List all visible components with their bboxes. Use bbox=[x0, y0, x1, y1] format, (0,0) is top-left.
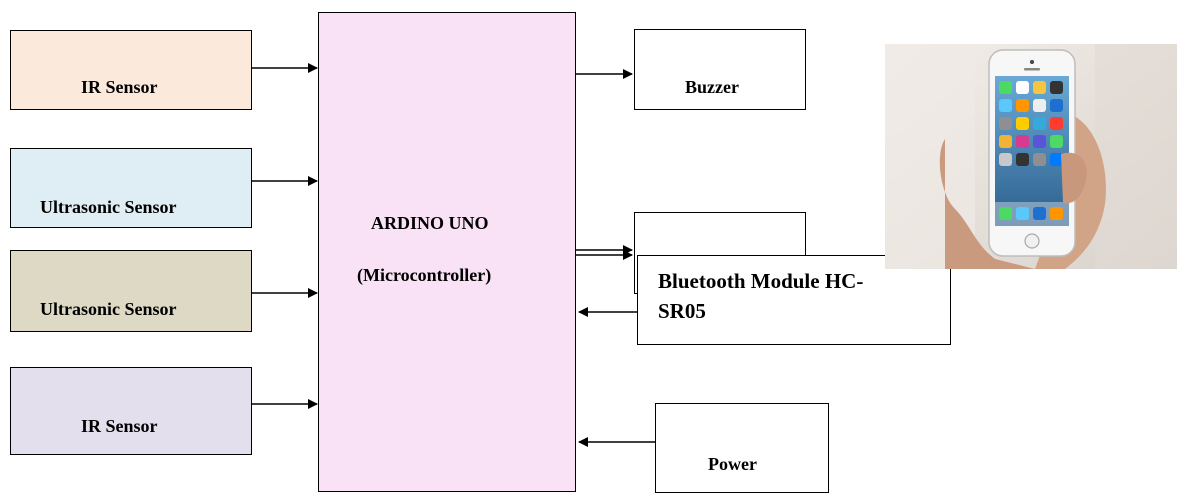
buzzer-label: Buzzer bbox=[685, 77, 739, 97]
ultrasonic-sensor-box-2: Ultrasonic Sensor bbox=[10, 250, 252, 332]
bluetooth-label-line1: Bluetooth Module HC- bbox=[658, 269, 864, 293]
connection-arrows bbox=[252, 63, 655, 447]
microcontroller-subtitle: (Microcontroller) bbox=[357, 265, 492, 285]
buzzer-box: Buzzer bbox=[634, 29, 806, 110]
ir-sensor-box-1: IR Sensor bbox=[10, 30, 252, 110]
ir-sensor-box-2: IR Sensor bbox=[10, 367, 252, 455]
bluetooth-module-box: Bluetooth Module HC- SR05 bbox=[637, 255, 951, 345]
microcontroller-box: ARDINO UNO (Microcontroller) bbox=[318, 12, 576, 492]
smartphone-image bbox=[885, 44, 1177, 269]
ir-sensor-label-1: IR Sensor bbox=[81, 77, 158, 97]
power-label: Power bbox=[708, 454, 757, 474]
microcontroller-title: ARDINO UNO bbox=[371, 213, 489, 233]
ultrasonic-sensor-label-2: Ultrasonic Sensor bbox=[40, 299, 177, 319]
ultrasonic-sensor-label-1: Ultrasonic Sensor bbox=[40, 197, 177, 217]
bluetooth-label-line2: SR05 bbox=[658, 299, 706, 323]
ultrasonic-sensor-box-1: Ultrasonic Sensor bbox=[10, 148, 252, 228]
ir-sensor-label-2: IR Sensor bbox=[81, 416, 158, 436]
